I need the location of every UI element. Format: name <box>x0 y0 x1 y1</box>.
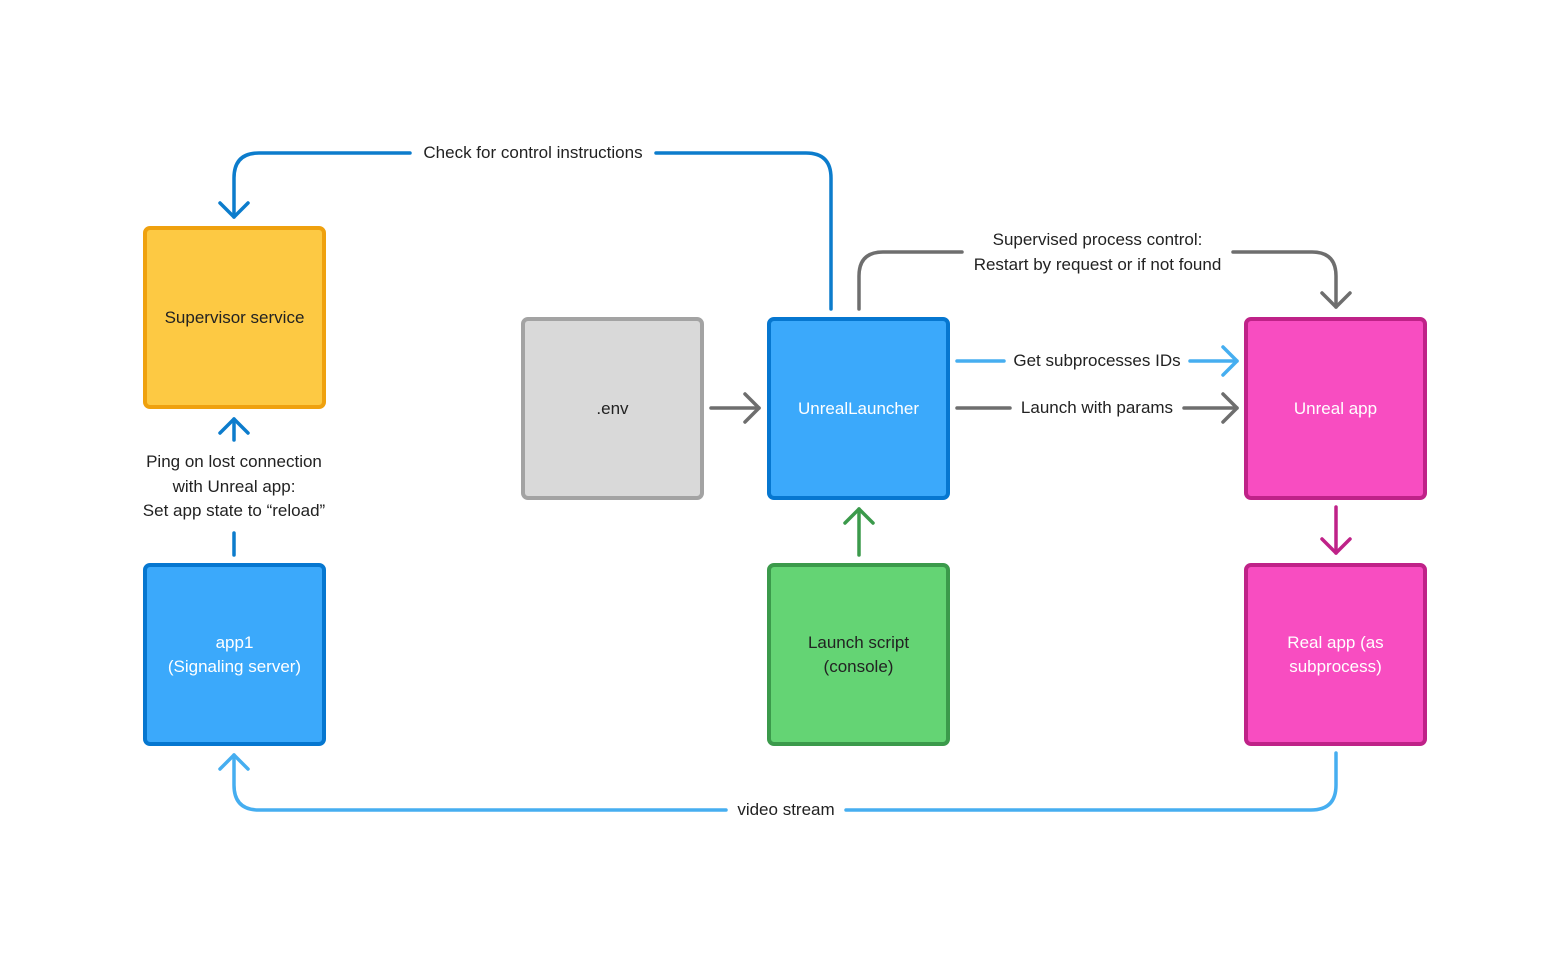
arrowhead-env-launcher <box>743 392 761 424</box>
arrowhead-check-control <box>218 201 250 219</box>
unreal-launcher-label: UnrealLauncher <box>798 398 919 418</box>
connector-supervised-control <box>857 250 1338 311</box>
arrowhead-ping <box>218 417 250 435</box>
env-box: .env <box>521 317 704 500</box>
unreal-app-box: Unreal app <box>1244 317 1427 500</box>
real-app-box: Real app (as subprocess) <box>1244 563 1427 746</box>
app1-label: app1 (Signaling server) <box>167 632 302 676</box>
unreal-app-label: Unreal app <box>1293 398 1378 418</box>
arrowhead-video-stream <box>218 753 250 771</box>
real-app-label: Real app (as subprocess) <box>1287 632 1384 676</box>
get-ids-label: Get subprocesses IDs <box>1013 351 1181 370</box>
launch-script-box: Launch script (console) <box>767 563 950 746</box>
unreal-launcher-box: UnrealLauncher <box>767 317 950 500</box>
app1-box: app1 (Signaling server) <box>143 563 326 746</box>
connector-video-stream <box>232 751 1338 812</box>
arrowhead-get-ids <box>1221 345 1239 377</box>
ping-label: Ping on lost connection with Unreal app:… <box>142 452 326 520</box>
launch-script-label: Launch script (console) <box>807 632 910 676</box>
launch-params-label: Launch with params <box>1020 398 1174 417</box>
arrowhead-supervised-control <box>1320 291 1352 309</box>
supervised-control-label: Supervised process control: Restart by r… <box>973 230 1222 274</box>
supervisor-service-box: Supervisor service <box>143 226 326 409</box>
arrowhead-launch-params <box>1221 392 1239 424</box>
env-label: .env <box>596 398 629 418</box>
arrowhead-script-launcher <box>843 507 875 525</box>
connector-check-control <box>232 151 833 311</box>
check-control-label: Check for control instructions <box>423 143 643 162</box>
video-stream-label: video stream <box>737 800 835 819</box>
arrowhead-unreal-realapp <box>1320 537 1352 555</box>
supervisor-service-label: Supervisor service <box>164 307 305 327</box>
